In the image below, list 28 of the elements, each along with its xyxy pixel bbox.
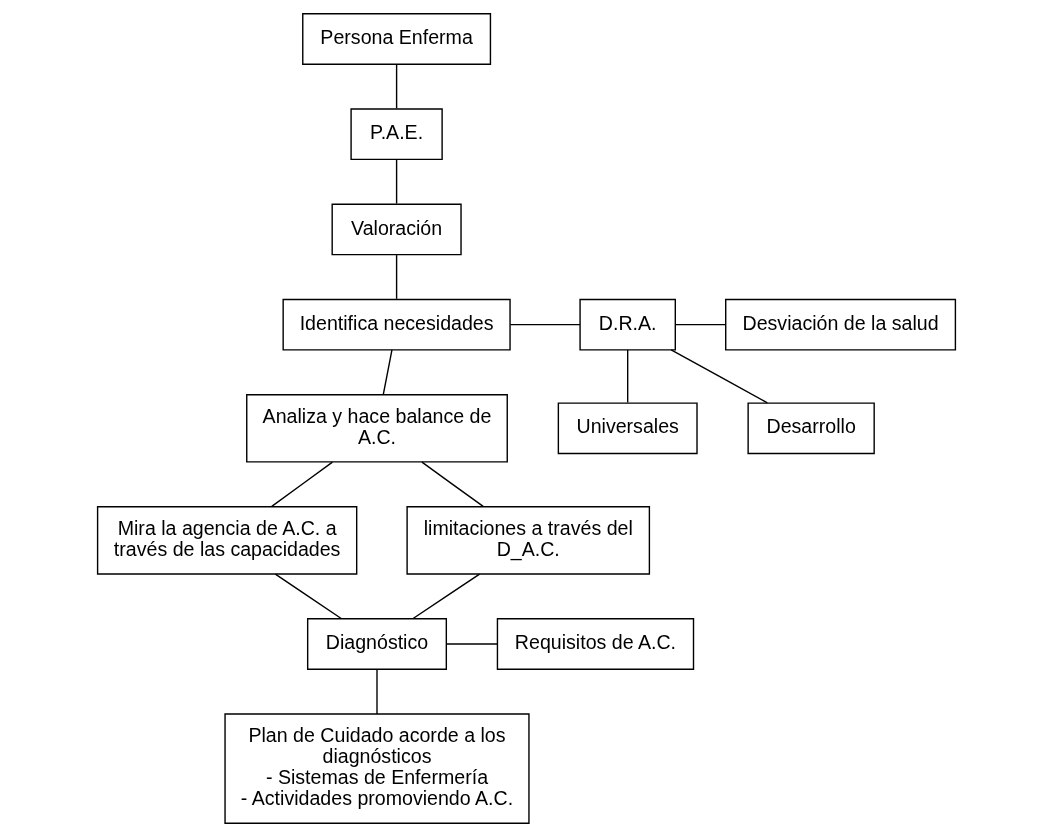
node-box: Persona Enferma xyxy=(302,13,492,65)
node-box: P.A.E. xyxy=(350,108,443,161)
node-box: Analiza y hace balance de A.C. xyxy=(246,394,508,463)
connector xyxy=(674,323,726,326)
connector xyxy=(274,573,342,620)
node-box: limitaciones a través del D_A.C. xyxy=(406,506,651,575)
connector xyxy=(421,461,484,508)
node-box: Requisitos de A.C. xyxy=(496,618,695,670)
node-box: Valoración xyxy=(331,203,462,256)
node-box: D.R.A. xyxy=(579,298,676,351)
node-box: Universales xyxy=(557,402,698,455)
node-box: Identifica necesidades xyxy=(282,298,511,351)
connector xyxy=(445,643,498,645)
node-box: Desviación de la salud xyxy=(725,298,957,351)
node-box: Diagnóstico xyxy=(306,618,447,670)
connector xyxy=(382,349,393,396)
connector xyxy=(395,254,398,300)
node-box: Mira la agencia de A.C. a través de las capacidades xyxy=(96,506,358,575)
connector xyxy=(376,668,378,715)
node-box: Plan de Cuidado acorde a los diagnósticos - Sistemas de Enfermería - Actividades promoviendo A.C. xyxy=(224,713,530,824)
connector xyxy=(670,349,769,404)
connector xyxy=(395,63,398,110)
connector xyxy=(395,159,398,205)
connector xyxy=(412,573,481,620)
connector xyxy=(626,349,629,404)
node-box: Desarrollo xyxy=(747,402,875,455)
connector xyxy=(509,323,581,326)
connector xyxy=(271,461,334,508)
